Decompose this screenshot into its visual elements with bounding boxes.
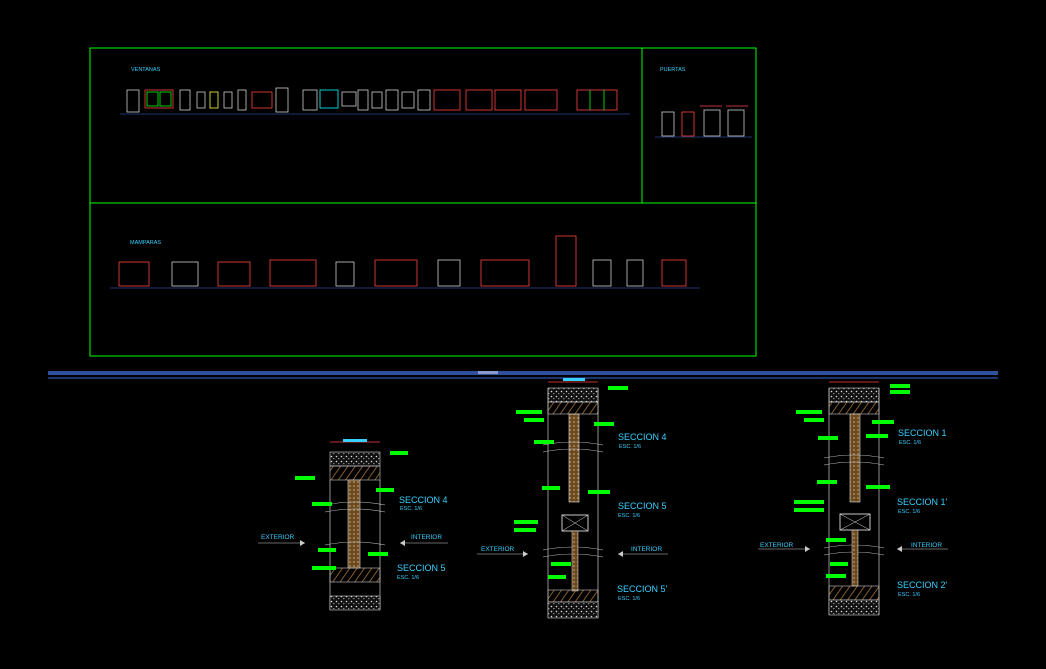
section3-title-top: SECCION 1 [898, 428, 947, 438]
section1-interior-label: INTERIOR [411, 534, 442, 541]
section1-exterior-label: EXTERIOR [261, 534, 295, 541]
puertas-elevations [655, 105, 752, 138]
ventanas-label: VENTANAS [131, 67, 161, 73]
mamparas-label: MAMPARAS [130, 240, 161, 246]
section1-title-top: SECCION 4 [399, 495, 448, 505]
section1-scale-bottom: ESC. 1/6 [397, 575, 419, 581]
section2-title-mid: SECCION 5 [618, 501, 667, 511]
section-detail-2 [477, 378, 668, 619]
sheet-divider [48, 371, 998, 379]
section3-scale-mid: ESC. 1/6 [898, 509, 920, 515]
section2-scale-mid: ESC. 1/6 [618, 513, 640, 519]
section2-title-top: SECCION 4 [618, 432, 667, 442]
section-detail-3 [758, 381, 948, 616]
sheet-frame [89, 47, 757, 357]
mamparas-elevations [110, 235, 700, 289]
section3-exterior-label: EXTERIOR [760, 542, 794, 549]
section1-scale-top: ESC. 1/6 [400, 506, 422, 512]
section3-scale-top: ESC. 1/6 [899, 440, 921, 446]
section2-interior-label: INTERIOR [631, 546, 662, 553]
section-detail-1 [258, 439, 448, 611]
section2-title-bottom: SECCION 5' [617, 584, 668, 594]
section2-scale-bottom: ESC. 1/6 [618, 596, 640, 602]
section3-interior-label: INTERIOR [911, 542, 942, 549]
section3-title-bottom: SECCION 2' [897, 580, 948, 590]
section1-title-bottom: SECCION 5 [397, 563, 446, 573]
section3-scale-bottom: ESC. 1/6 [898, 592, 920, 598]
section2-scale-top: ESC. 1/6 [619, 444, 641, 450]
section2-exterior-label: EXTERIOR [481, 546, 515, 553]
puertas-label: PUERTAS [660, 67, 686, 73]
section3-title-mid: SECCION 1' [897, 497, 948, 507]
ventanas-elevations [120, 87, 630, 115]
